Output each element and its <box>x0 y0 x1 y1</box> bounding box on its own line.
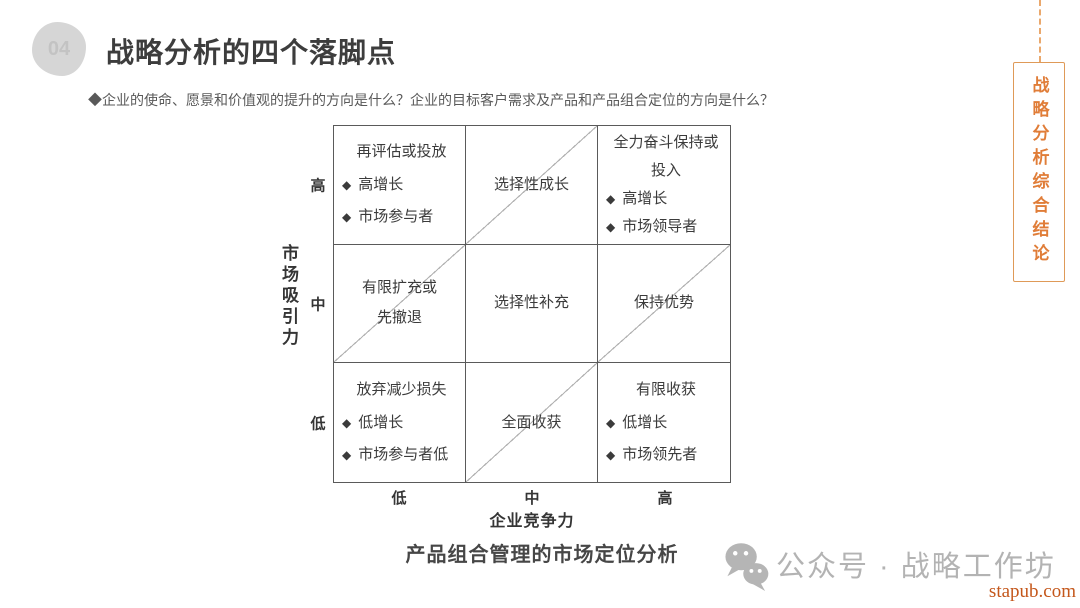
cell-bullet: ◆ 高增长 <box>342 169 461 201</box>
matrix-cell-limited-harvest: 有限收获 ◆ 低增长 ◆ 市场领先者 <box>598 363 730 482</box>
bullet-text: 高增长 <box>622 189 668 207</box>
page-number-badge: 04 <box>32 22 86 76</box>
matrix-cell-reevaluate-or-invest: 再评估或投放 ◆ 高增长 ◆ 市场参与者 <box>334 126 466 245</box>
x-axis-label-low: 低 <box>391 490 407 507</box>
diamond-bullet-icon: ◆ <box>342 415 352 430</box>
cell-title: 放弃减少损失 <box>356 381 447 399</box>
wechat-account-label: 公众号 · 战略工作坊 <box>776 551 1056 583</box>
cell-bullet: ◆ 低增长 <box>606 407 726 439</box>
matrix-caption: 产品组合管理的市场定位分析 <box>405 544 679 566</box>
cell-title: 再评估或投放 <box>356 143 447 161</box>
cell-title: 选择性补充 <box>493 294 569 312</box>
x-axis-title: 企业竞争力 <box>489 513 575 530</box>
cell-bullet: ◆ 市场参与者低 <box>342 439 461 471</box>
bullet-text: 市场参与者低 <box>358 445 449 463</box>
y-axis-label-low: 低 <box>310 415 326 433</box>
x-axis-label-high: 高 <box>657 490 673 507</box>
matrix-cell-selective-supplement: 选择性补充 <box>466 244 598 364</box>
matrix-cell-maintain-advantage: 保持优势 <box>598 244 730 364</box>
site-url: stapub.com <box>988 581 1076 602</box>
bullet-text: 低增长 <box>358 413 404 431</box>
y-axis-title: 市场吸引力 <box>279 244 298 349</box>
matrix-cell-all-out-effort: 全力奋斗保持或 投入 ◆ 高增长 ◆ 市场领导者 <box>598 126 730 245</box>
y-axis-label-mid: 中 <box>310 296 326 314</box>
diamond-bullet-icon: ◆ <box>606 415 616 430</box>
cell-title: 保持优势 <box>633 294 694 312</box>
bullet-text: 市场参与者 <box>358 207 434 225</box>
cell-bullet: ◆ 低增长 <box>342 407 461 439</box>
matrix-cell-abandon-reduce-loss: 放弃减少损失 ◆ 低增长 ◆ 市场参与者低 <box>334 363 466 482</box>
cell-title: 全力奋斗保持或 投入 <box>613 134 719 180</box>
cell-title: 有限扩充或 先撤退 <box>361 279 437 327</box>
diamond-bullet-icon: ◆ <box>342 209 352 224</box>
cell-bullet: ◆ 高增长 <box>606 185 726 213</box>
matrix-cell-selective-growth: 选择性成长 <box>466 126 598 245</box>
page-title: 战略分析的四个落脚点 <box>106 37 397 68</box>
bullet-text: 高增长 <box>358 175 404 193</box>
page-number: 04 <box>47 37 71 60</box>
positioning-matrix: 再评估或投放 ◆ 高增长 ◆ 市场参与者 选择性成长 全力奋斗保持或 投入 ◆ … <box>333 125 731 483</box>
wechat-icon <box>725 543 769 591</box>
matrix-cell-full-harvest: 全面收获 <box>466 363 598 482</box>
bullet-text: 市场领先者 <box>622 445 698 463</box>
cell-bullet: ◆ 市场参与者 <box>342 201 461 233</box>
diamond-bullet-icon: ◆ <box>606 219 616 234</box>
subtitle: ◆企业的使命、愿景和价值观的提升的方向是什么？企业的目标客户需求及产品和产品组合… <box>88 92 774 108</box>
diamond-bullet-icon: ◆ <box>342 447 352 462</box>
matrix-cell-limited-expansion: 有限扩充或 先撤退 <box>334 244 466 364</box>
bullet-text: 低增长 <box>622 413 668 431</box>
dashed-connector-line <box>1039 0 1041 62</box>
y-axis-label-high: 高 <box>310 177 326 195</box>
diamond-bullet-icon: ◆ <box>606 447 616 462</box>
section-tag-label: 战略分析综合结论 <box>1029 76 1049 268</box>
diamond-bullet-icon: ◆ <box>606 191 616 206</box>
cell-title: 选择性成长 <box>493 175 569 193</box>
bullet-text: 市场领导者 <box>622 217 698 235</box>
section-tag-box: 战略分析综合结论 <box>1013 62 1065 282</box>
x-axis-label-mid: 中 <box>524 490 540 507</box>
cell-bullet: ◆ 市场领先者 <box>606 439 726 471</box>
cell-title: 全面收获 <box>501 413 562 431</box>
cell-bullet: ◆ 市场领导者 <box>606 213 726 241</box>
diamond-bullet-icon: ◆ <box>342 177 352 192</box>
cell-title: 有限收获 <box>635 381 696 399</box>
